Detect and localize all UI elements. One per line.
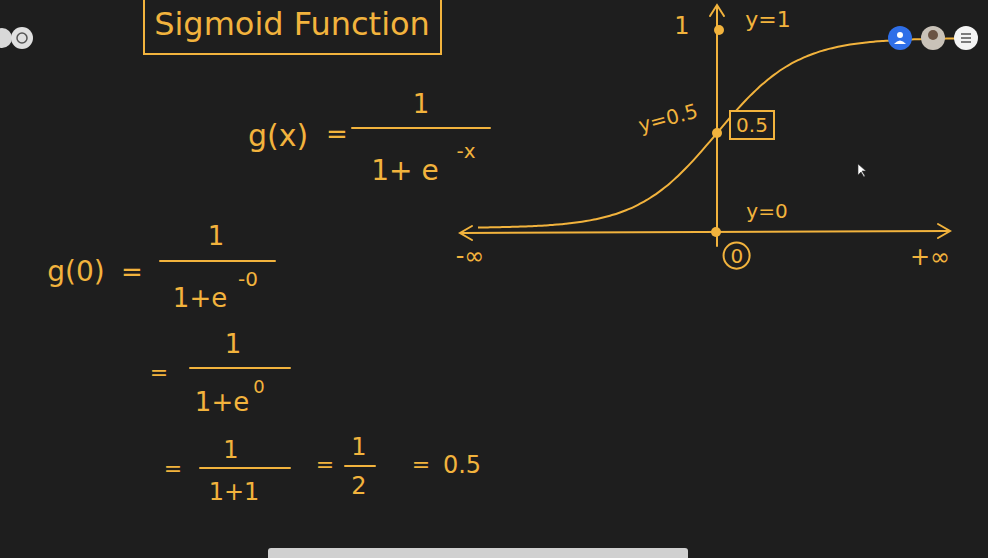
fraction-bar bbox=[352, 127, 490, 129]
exponent: 0 bbox=[253, 378, 264, 396]
node-text: 0 bbox=[731, 246, 744, 266]
ui-button bbox=[888, 26, 912, 50]
axis-end-label: -∞ bbox=[456, 244, 485, 268]
ui-button bbox=[954, 26, 978, 50]
fraction-bar bbox=[345, 465, 375, 467]
x-axis bbox=[462, 231, 948, 233]
y-axis bbox=[716, 6, 718, 246]
sigmoid-curve bbox=[478, 38, 958, 227]
ui-button bbox=[11, 27, 33, 49]
mouse-cursor bbox=[858, 164, 866, 177]
ui-button bbox=[0, 28, 12, 48]
ui-icon bbox=[897, 32, 903, 38]
numerator: 1 bbox=[223, 438, 238, 462]
equals-sign: = bbox=[316, 454, 334, 476]
title-box: Sigmoid Function bbox=[143, 0, 442, 55]
ui-icon bbox=[961, 34, 971, 42]
point-dot bbox=[712, 128, 722, 138]
denominator: 1+1 bbox=[209, 480, 260, 504]
ui-icon bbox=[894, 41, 906, 45]
point-dot bbox=[714, 25, 724, 35]
denominator: 2 bbox=[351, 474, 366, 498]
function-name: g(x) bbox=[248, 121, 308, 151]
fraction-bar bbox=[160, 260, 275, 262]
equals-sign: = bbox=[150, 362, 168, 384]
point-label: y=0.5 bbox=[636, 101, 700, 136]
point-dot bbox=[711, 227, 721, 237]
equals-sign: = bbox=[121, 259, 143, 285]
axis-value: 1 bbox=[674, 14, 689, 38]
fraction-bar bbox=[200, 467, 290, 469]
axis-end-label: +∞ bbox=[910, 245, 950, 269]
equals-sign: = bbox=[412, 454, 430, 476]
fraction-bar bbox=[190, 367, 290, 369]
toolbar bbox=[268, 548, 688, 558]
function-name: g(0) bbox=[47, 258, 104, 286]
avatar bbox=[928, 30, 938, 40]
value-box: 0.5 bbox=[729, 110, 775, 140]
exponent: -0 bbox=[238, 269, 258, 289]
axis-arrow bbox=[938, 224, 950, 238]
denominator: 1+e bbox=[195, 389, 249, 415]
numerator: 1 bbox=[413, 91, 430, 117]
asymptote-label: y=0 bbox=[746, 201, 787, 221]
numerator: 1 bbox=[208, 223, 225, 249]
ui-icon bbox=[17, 33, 27, 43]
exponent: -x bbox=[456, 141, 475, 161]
avatar bbox=[921, 26, 945, 50]
node-text: Sigmoid Function bbox=[154, 8, 430, 40]
numerator: 1 bbox=[351, 435, 366, 459]
denominator: 1+ e bbox=[371, 157, 438, 185]
axis-arrow bbox=[710, 5, 724, 16]
equals-sign: = bbox=[164, 458, 182, 480]
denominator: 1+e bbox=[173, 285, 227, 311]
axis-arrow bbox=[460, 226, 472, 240]
asymptote-label: y=1 bbox=[745, 9, 790, 31]
result-value: 0.5 bbox=[443, 453, 481, 477]
equals-sign: = bbox=[326, 121, 348, 147]
numerator: 1 bbox=[225, 331, 242, 357]
node-text: 0.5 bbox=[736, 115, 768, 135]
circled-value: 0 bbox=[723, 242, 750, 269]
